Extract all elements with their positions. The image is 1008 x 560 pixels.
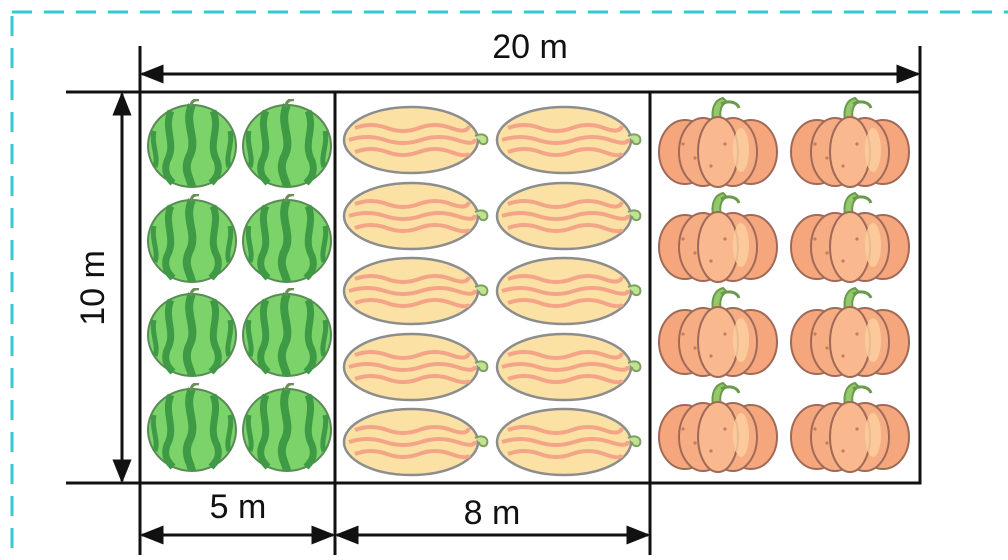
pumpkin-icon: [657, 381, 779, 474]
melon-icon: [495, 105, 643, 175]
melon-section: [342, 105, 643, 477]
watermelon-width-label: 5 m: [210, 488, 267, 526]
height-label: 10 m: [74, 250, 112, 326]
melon-icon: [342, 407, 490, 477]
pumpkin-icon: [657, 96, 779, 189]
melon-icon: [495, 332, 643, 402]
pumpkin-icon: [657, 286, 779, 379]
pumpkin-section: [657, 96, 911, 474]
watermelon-icon: [148, 289, 236, 376]
melon-icon: [342, 332, 490, 402]
total-width-label: 20 m: [492, 28, 568, 66]
melon-icon: [495, 407, 643, 477]
watermelon-icon: [243, 384, 331, 471]
melon-icon: [342, 105, 490, 175]
pumpkin-icon: [789, 381, 911, 474]
melon-icon: [495, 256, 643, 326]
watermelon-icon: [148, 100, 236, 187]
garden-plot: [138, 90, 922, 485]
melon-width-label: 8 m: [464, 494, 521, 532]
melon-icon: [342, 256, 490, 326]
melon-icon: [495, 181, 643, 251]
watermelon-section: [148, 100, 331, 471]
watermelon-icon: [243, 289, 331, 376]
melon-icon: [342, 181, 490, 251]
watermelon-icon: [243, 100, 331, 187]
watermelon-icon: [243, 195, 331, 282]
watermelon-icon: [148, 384, 236, 471]
pumpkin-icon: [789, 96, 911, 189]
outer-dashed-frame: [10, 10, 1008, 560]
watermelon-icon: [148, 195, 236, 282]
pumpkin-icon: [789, 286, 911, 379]
pumpkin-icon: [657, 191, 779, 284]
pumpkin-icon: [789, 191, 911, 284]
